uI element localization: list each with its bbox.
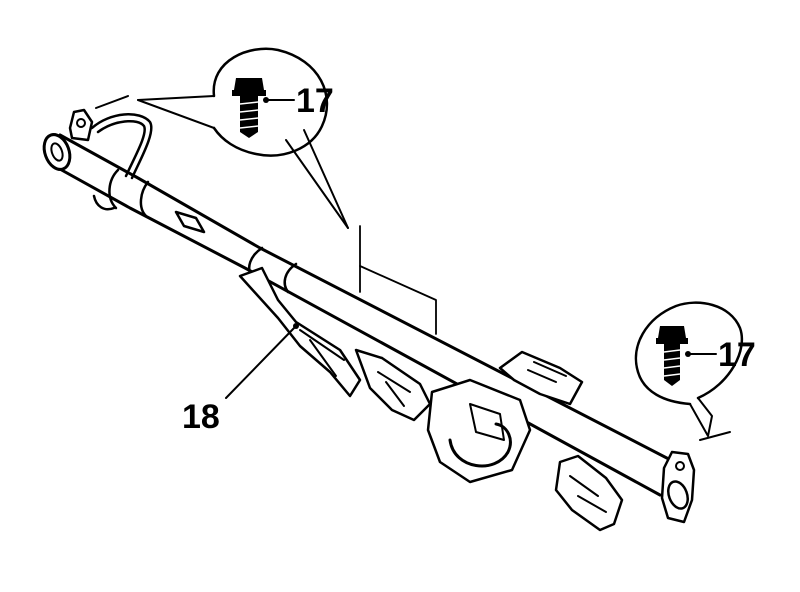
part-callout-18: 18 — [182, 323, 299, 436]
center-support-brackets — [238, 266, 624, 532]
cross-member-beam — [42, 108, 696, 524]
bolt-callout-top-label: 17 — [296, 82, 334, 120]
bolt-callout-right: 17 — [634, 301, 756, 441]
reference-leader-lines — [359, 225, 437, 335]
bolt-icon — [656, 326, 688, 386]
part-label-18: 18 — [182, 398, 220, 436]
bolt-callout-top: 17 — [95, 47, 349, 229]
bolt-callout-right-label: 17 — [718, 336, 756, 374]
bolt-icon — [232, 78, 266, 138]
